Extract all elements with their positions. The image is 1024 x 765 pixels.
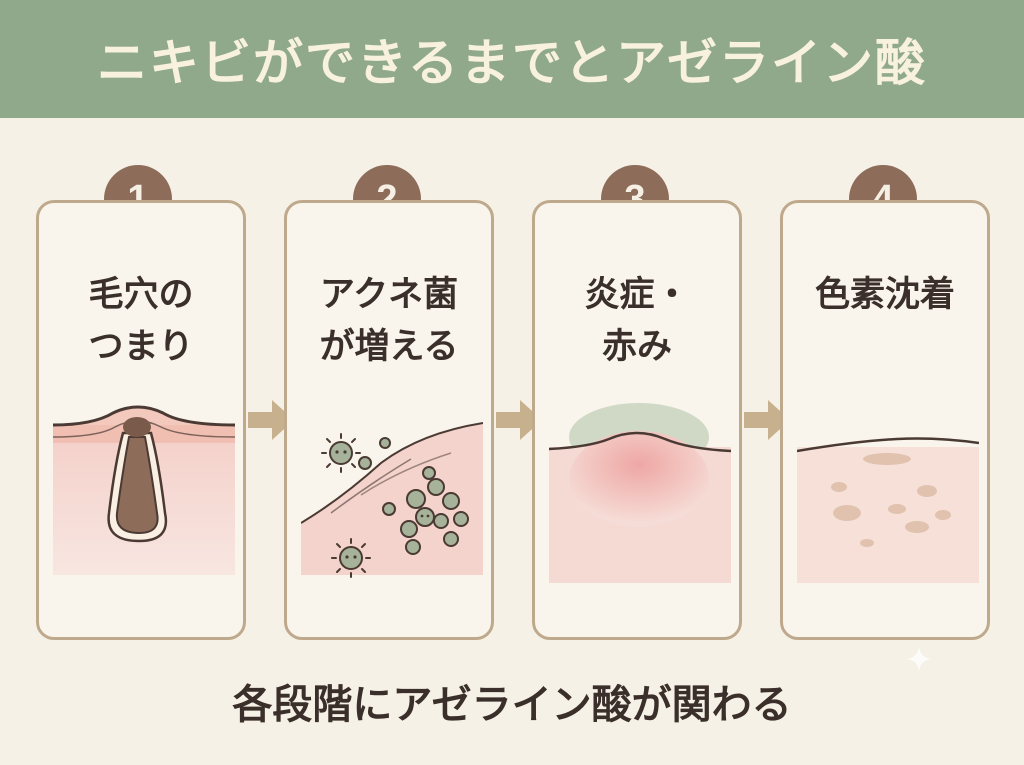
step-3-label-line-2: 赤み — [601, 327, 672, 367]
step-4-label-line-1: 色素沈着 — [814, 275, 955, 315]
step-3-label: 炎症・ 赤み — [535, 269, 739, 373]
step-2-card: アクネ菌 が増える — [284, 200, 494, 640]
step-3-card: 炎症・ 赤み — [532, 200, 742, 640]
header-banner: ニキビができるまでとアゼライン酸 — [0, 0, 1024, 118]
step-1-card: 毛穴の つまり — [36, 200, 246, 640]
step-4-card: 色素沈着 — [780, 200, 990, 640]
sparkle-icon — [906, 646, 932, 672]
page-title: ニキビができるまでとアゼライン酸 — [97, 34, 927, 92]
pigmentation-icon — [797, 437, 979, 583]
inflammation-icon — [549, 403, 731, 583]
step-2-label-line-2: が増える — [319, 327, 459, 367]
step-1-label-line-1: 毛穴の — [88, 275, 194, 315]
step-2-label-line-1: アクネ菌 — [319, 275, 459, 315]
step-2-label: アクネ菌 が増える — [287, 269, 491, 373]
step-1-label-line-2: つまり — [88, 327, 194, 367]
footer-caption: 各段階にアゼライン酸が関わる — [232, 682, 792, 728]
clogged-pore-icon — [53, 405, 235, 575]
step-3-label-line-1: 炎症・ — [584, 275, 690, 315]
right-arrow-icon — [744, 400, 790, 440]
acne-bacteria-icon — [301, 422, 483, 578]
step-1-label: 毛穴の つまり — [39, 269, 243, 373]
right-arrow-icon — [496, 400, 542, 440]
right-arrow-icon — [248, 400, 294, 440]
step-4-label: 色素沈着 — [783, 269, 987, 321]
